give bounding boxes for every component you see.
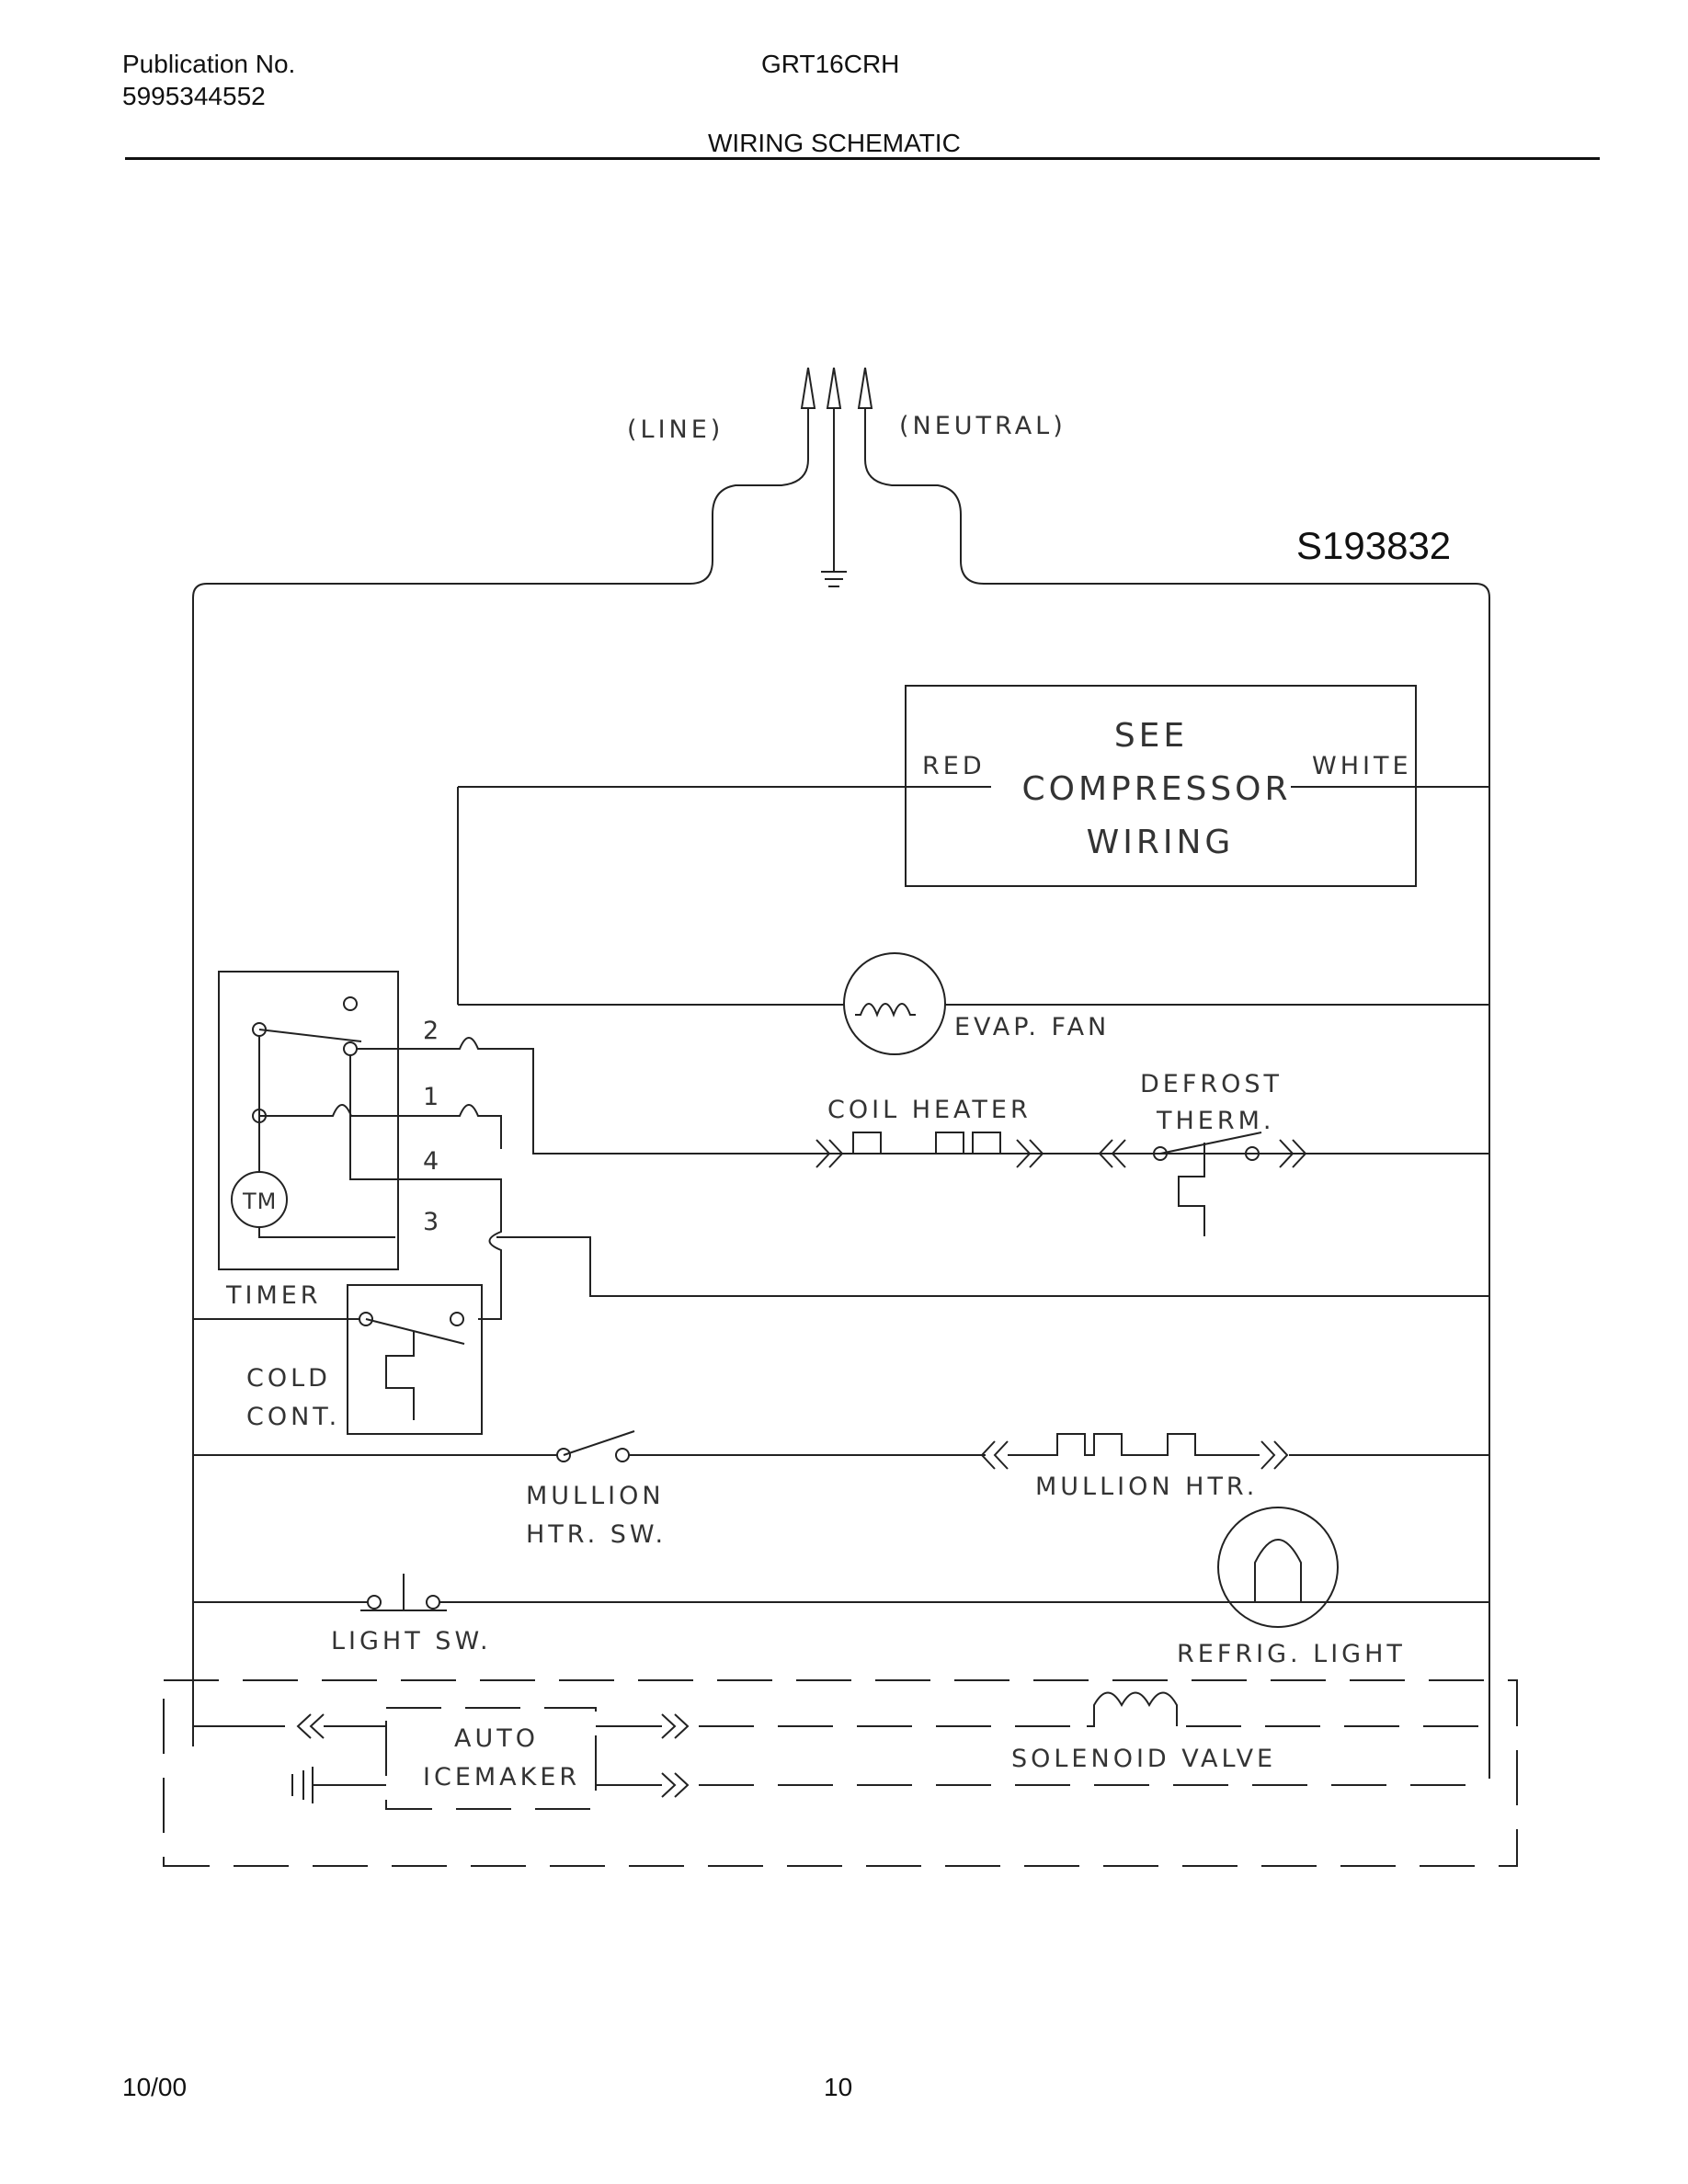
compressor-red-wire-label: RED (922, 752, 986, 780)
header-rule (125, 157, 1600, 160)
cold-control-bimetal-icon (385, 1331, 415, 1420)
mullion-heater-connector-left (980, 1440, 1009, 1470)
light-switch-plunger-icon (360, 1574, 447, 1611)
icemaker-label-1: AUTO (454, 1724, 539, 1753)
evap-fan-coil-icon (855, 1003, 916, 1018)
icemaker-box (385, 1707, 597, 1810)
mullion-switch-label-2: HTR. SW. (526, 1520, 667, 1549)
compressor-line1: SEE (1114, 717, 1188, 755)
mullion-switch-contact-left (556, 1448, 571, 1462)
coil-heater-connector-right (1016, 1139, 1044, 1168)
cold-control-label-1: COLD (246, 1364, 331, 1393)
coil-heater-label: COIL HEATER (827, 1096, 1032, 1124)
defrost-therm-bimetal-icon (1178, 1143, 1205, 1236)
mullion-switch-label-1: MULLION (526, 1482, 665, 1510)
icemaker-connector-left (296, 1713, 325, 1739)
defrost-therm-label-2: THERM. (1156, 1107, 1275, 1135)
timer-contacts (252, 996, 1489, 1320)
section-title: WIRING SCHEMATIC (708, 129, 961, 157)
light-switch-contact-right (426, 1595, 440, 1610)
timer-box (218, 971, 399, 1270)
mullion-switch-arm (563, 1430, 635, 1456)
timer-terminal-2: 2 (423, 1017, 442, 1045)
publication-label: Publication No. (122, 50, 296, 78)
solenoid-valve-label: SOLENOID VALVE (1011, 1745, 1276, 1773)
icemaker-connector-right-2 (661, 1772, 690, 1798)
cold-control-switch-arm (365, 1318, 465, 1345)
light-switch-label: LIGHT SW. (331, 1627, 492, 1655)
compressor-line2: COMPRESSOR (1021, 770, 1291, 808)
icemaker-ground-icon (291, 1767, 386, 1803)
refrig-light-bulb-icon (1217, 1507, 1339, 1628)
diagram-reference: S193832 (1296, 524, 1451, 567)
publication-number: 5995344552 (122, 82, 266, 110)
light-switch-contact-left (367, 1595, 382, 1610)
solenoid-valve-coil-icon (1087, 1691, 1178, 1727)
timer-terminal-4: 4 (423, 1147, 442, 1176)
mullion-heater-label: MULLION HTR. (1035, 1473, 1258, 1501)
icemaker-connector-right-1 (661, 1713, 690, 1739)
cold-control-label-2: CONT. (246, 1403, 340, 1431)
mullion-heater-icon (1008, 1433, 1260, 1456)
defrost-therm-connector-right (1279, 1139, 1307, 1168)
cold-control-contact-right (450, 1312, 464, 1326)
timer-terminal-3: 3 (423, 1208, 442, 1236)
mullion-switch-contact-right (615, 1448, 630, 1462)
coil-heater-icon (833, 1132, 1021, 1155)
evap-fan-motor-icon (843, 952, 946, 1055)
cold-control-box (347, 1284, 483, 1435)
timer-label: TIMER (225, 1281, 322, 1310)
refrig-light-label: REFRIG. LIGHT (1177, 1640, 1406, 1668)
line-label: (LINE) (627, 415, 724, 444)
mullion-heater-connector-right (1260, 1440, 1289, 1470)
defrost-therm-switch-arm (1159, 1132, 1262, 1155)
timer-terminal-1: 1 (423, 1083, 442, 1111)
defrost-therm-contact-right (1245, 1146, 1260, 1161)
timer-motor-label: TM (242, 1189, 277, 1214)
defrost-therm-contact-left (1153, 1146, 1168, 1161)
evap-fan-label: EVAP. FAN (954, 1013, 1110, 1041)
icemaker-label-2: ICEMAKER (423, 1763, 580, 1792)
neutral-label: (NEUTRAL) (899, 412, 1066, 440)
compressor-line3: WIRING (1087, 824, 1235, 861)
refrig-light-filament-icon (1254, 1539, 1302, 1602)
model-number: GRT16CRH (761, 50, 900, 78)
icemaker-option-boundary (163, 1679, 1518, 1867)
footer-date: 10/00 (122, 2073, 188, 2101)
defrost-therm-connector-left (1098, 1139, 1126, 1168)
page-number: 10 (824, 2073, 853, 2101)
compressor-white-wire-label: WHITE (1312, 752, 1412, 780)
defrost-therm-label-1: DEFROST (1140, 1070, 1283, 1098)
power-supply-plug (192, 367, 1490, 1779)
